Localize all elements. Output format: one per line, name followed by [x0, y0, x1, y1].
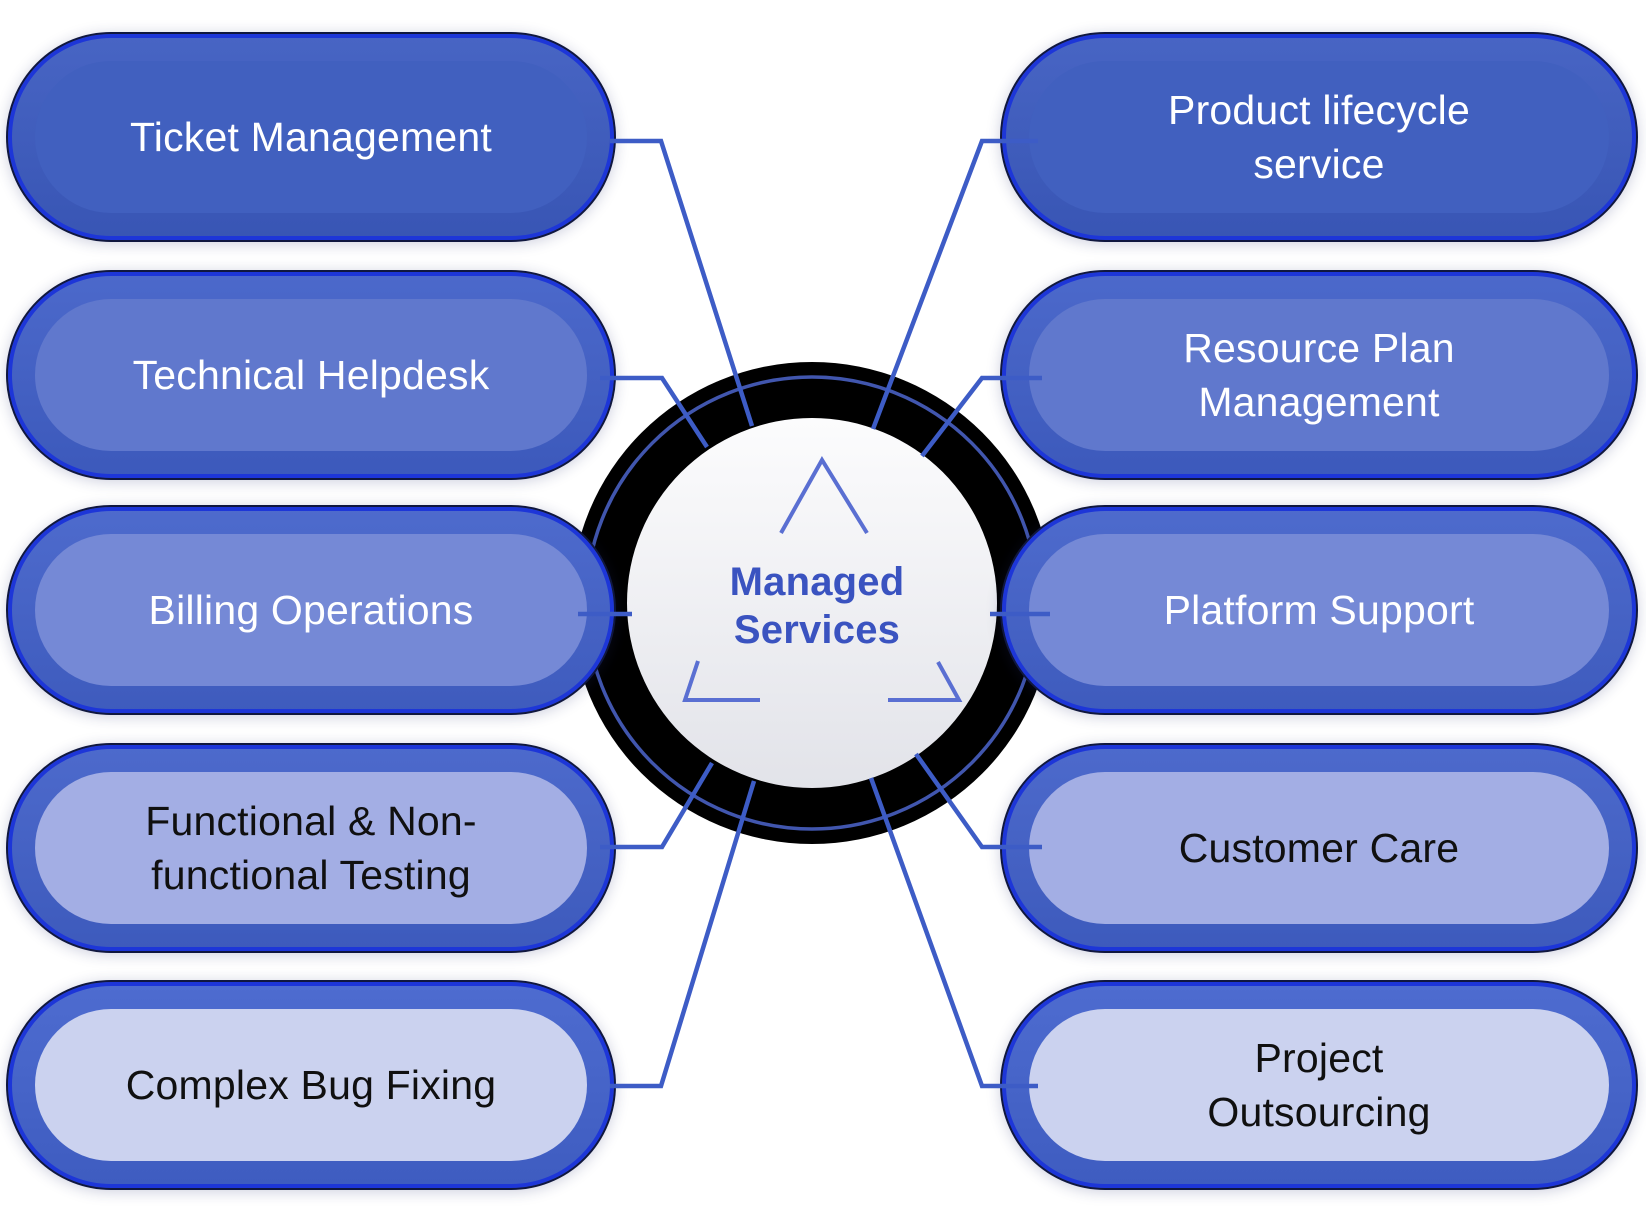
pill-resource-plan-management: Resource Plan Management [1000, 270, 1638, 480]
connector-line [600, 761, 714, 850]
pill-platform-support: Platform Support [1000, 505, 1638, 715]
pill-label: Product lifecycle service [1029, 61, 1609, 213]
pill-label: Project Outsourcing [1029, 1009, 1609, 1161]
pill-label: Billing Operations [35, 534, 587, 686]
pill-product-lifecycle-service: Product lifecycle service [1000, 32, 1638, 242]
connector-line [610, 138, 755, 427]
pill-ticket-management: Ticket Management [6, 32, 616, 242]
pill-technical-helpdesk: Technical Helpdesk [6, 270, 616, 480]
pill-functional-non-functional-testing: Functional & Non- functional Testing [6, 743, 616, 953]
pill-project-outsourcing: Project Outsourcing [1000, 980, 1638, 1190]
pill-label: Customer Care [1029, 772, 1609, 924]
pill-customer-care: Customer Care [1000, 743, 1638, 953]
connector-line [600, 375, 709, 449]
center-label: Managed Services [729, 560, 905, 652]
pill-label: Ticket Management [35, 61, 587, 213]
pill-label: Technical Helpdesk [35, 299, 587, 451]
pill-label: Resource Plan Management [1029, 299, 1609, 451]
pill-billing-operations: Billing Operations [6, 505, 616, 715]
pill-label: Functional & Non- functional Testing [35, 772, 587, 924]
pill-label: Platform Support [1029, 534, 1609, 686]
pill-label: Complex Bug Fixing [35, 1009, 587, 1161]
connector-line [610, 780, 757, 1089]
pill-complex-bug-fixing: Complex Bug Fixing [6, 980, 616, 1190]
